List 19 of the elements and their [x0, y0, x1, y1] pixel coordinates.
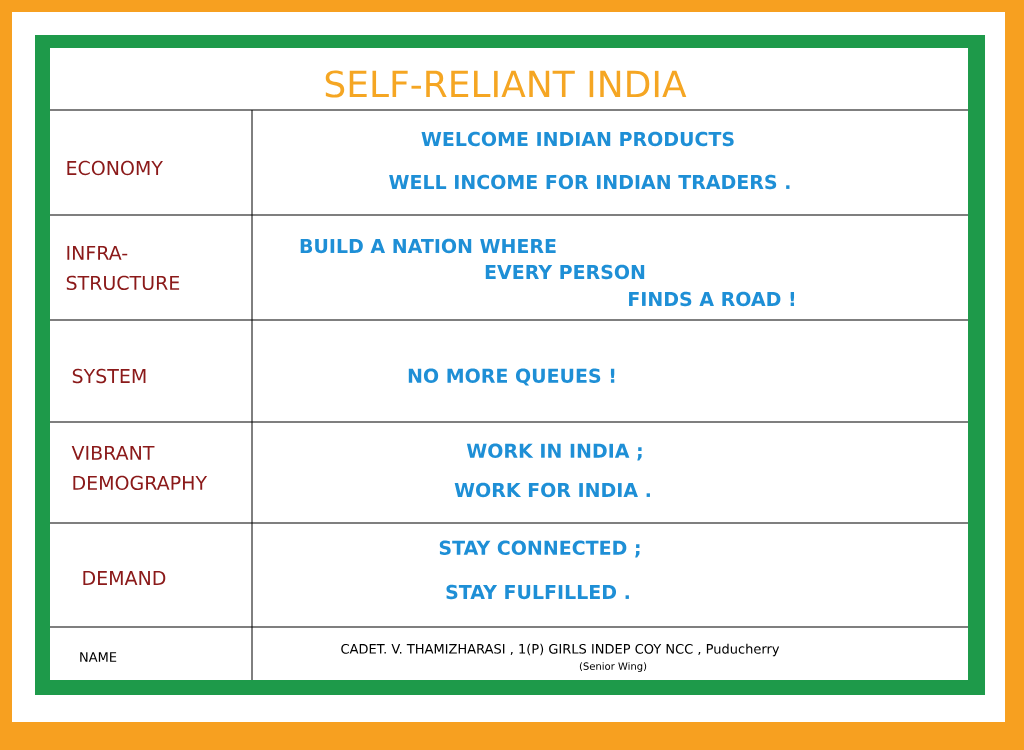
slogan-text: STAY FULFILLED . [446, 584, 629, 600]
slogan-text: WORK IN INDIA ; [466, 443, 642, 461]
name-text: CADET. V. THAMIZHARASI , 1(P) GIRLS INDEP COY NCC , Puducherry [341, 643, 780, 657]
slogan-text: BUILD A NATION WHERE [300, 238, 556, 254]
slogan-text: WELL INCOME FOR INDIAN TRADERS . [389, 174, 790, 190]
name-text: (Senior Wing) [579, 662, 647, 672]
name-text: NAME [80, 652, 117, 662]
slogan-text: EVERY PERSON [485, 264, 645, 280]
slogan-text: NO MORE QUEUES ! [408, 368, 615, 386]
slogan-text: WELCOME INDIAN PRODUCTS [421, 131, 734, 147]
slogan-text: FINDS A ROAD ! [629, 291, 794, 307]
row-heading: INFRA- STRUCTURE [66, 245, 180, 291]
title: SELF-RELIANT INDIA [325, 70, 687, 98]
row-heading: SYSTEM [72, 368, 146, 384]
slogan-text: WORK FOR INDIA . [454, 482, 650, 498]
row-heading: ECONOMY [67, 160, 163, 176]
row-heading: DEMAND [83, 571, 166, 585]
slogan-text: STAY CONNECTED ; [439, 540, 640, 558]
row-heading: VIBRANT DEMOGRAPHY [71, 445, 208, 491]
